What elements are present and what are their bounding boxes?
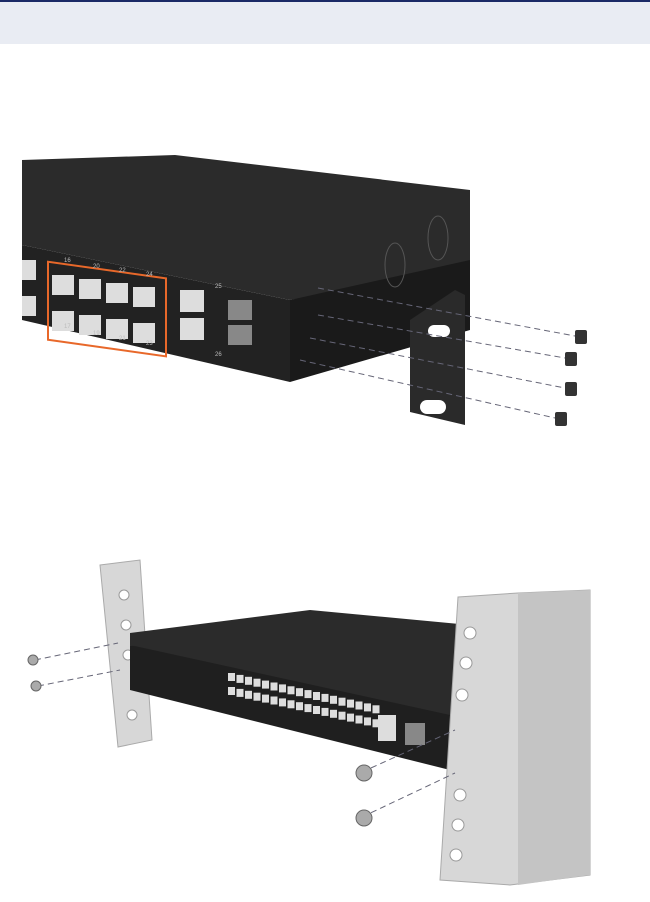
rack-mount-figure xyxy=(0,555,650,900)
port-label: 17 xyxy=(64,324,71,330)
ethernet-port xyxy=(254,679,261,687)
ethernet-port xyxy=(313,706,320,714)
screw xyxy=(28,655,38,665)
ethernet-port xyxy=(364,703,371,711)
ethernet-port xyxy=(373,705,380,713)
screw xyxy=(356,810,372,826)
ethernet-port xyxy=(262,695,269,703)
sfp-port xyxy=(228,325,252,345)
ethernet-port xyxy=(106,283,128,303)
screw xyxy=(356,765,372,781)
uplink-port xyxy=(180,290,204,312)
ethernet-port xyxy=(313,692,320,700)
ethernet-port xyxy=(339,698,346,706)
port-label: 22 xyxy=(119,268,126,274)
ethernet-port xyxy=(330,710,337,718)
ethernet-port xyxy=(271,697,278,705)
ethernet-port xyxy=(237,689,244,697)
port-label: 24 xyxy=(146,272,153,278)
port-label: 16 xyxy=(64,258,71,264)
ethernet-port xyxy=(228,687,235,695)
ethernet-port xyxy=(79,279,101,299)
screw xyxy=(565,352,577,366)
ethernet-port xyxy=(262,681,269,689)
ethernet-port xyxy=(245,677,252,685)
ethernet-port xyxy=(305,690,312,698)
ethernet-port xyxy=(22,260,36,280)
ethernet-port xyxy=(133,287,155,307)
ethernet-port xyxy=(271,683,278,691)
ethernet-port xyxy=(296,702,303,710)
ethernet-port xyxy=(322,694,329,702)
screw xyxy=(565,382,577,396)
port-label: 19 xyxy=(93,331,100,337)
ethernet-port xyxy=(245,691,252,699)
bracket-slot xyxy=(420,400,446,414)
ethernet-port xyxy=(347,714,354,722)
ethernet-port xyxy=(347,700,354,708)
ethernet-port xyxy=(52,275,74,295)
bracket-attach-figure: 16 20 22 24 17 19 21 23 25 26 xyxy=(0,150,650,440)
ethernet-port xyxy=(279,698,286,706)
port-label: 26 xyxy=(215,352,222,358)
screw xyxy=(31,681,41,691)
ethernet-port xyxy=(305,704,312,712)
uplink-port xyxy=(378,715,396,741)
ethernet-port xyxy=(279,684,286,692)
port-label: 21 xyxy=(119,336,126,342)
uplink-port xyxy=(180,318,204,340)
ethernet-port xyxy=(133,323,155,343)
ethernet-port xyxy=(22,296,36,316)
port-label: 20 xyxy=(93,264,100,270)
header-bar xyxy=(0,0,650,44)
ethernet-port xyxy=(330,696,337,704)
ethernet-port xyxy=(364,717,371,725)
sfp-port xyxy=(405,723,425,745)
ethernet-port xyxy=(237,675,244,683)
ethernet-port xyxy=(296,688,303,696)
ethernet-port xyxy=(322,708,329,716)
ethernet-port xyxy=(339,712,346,720)
ethernet-port xyxy=(228,673,235,681)
ethernet-port xyxy=(254,693,261,701)
screw xyxy=(555,412,567,426)
ethernet-port xyxy=(288,686,295,694)
screw xyxy=(575,330,587,344)
ethernet-port xyxy=(52,311,74,331)
ethernet-port xyxy=(356,716,363,724)
ethernet-port xyxy=(288,700,295,708)
port-label: 23 xyxy=(146,341,153,347)
port-label: 25 xyxy=(215,284,222,290)
sfp-port xyxy=(228,300,252,320)
ethernet-port xyxy=(356,702,363,710)
